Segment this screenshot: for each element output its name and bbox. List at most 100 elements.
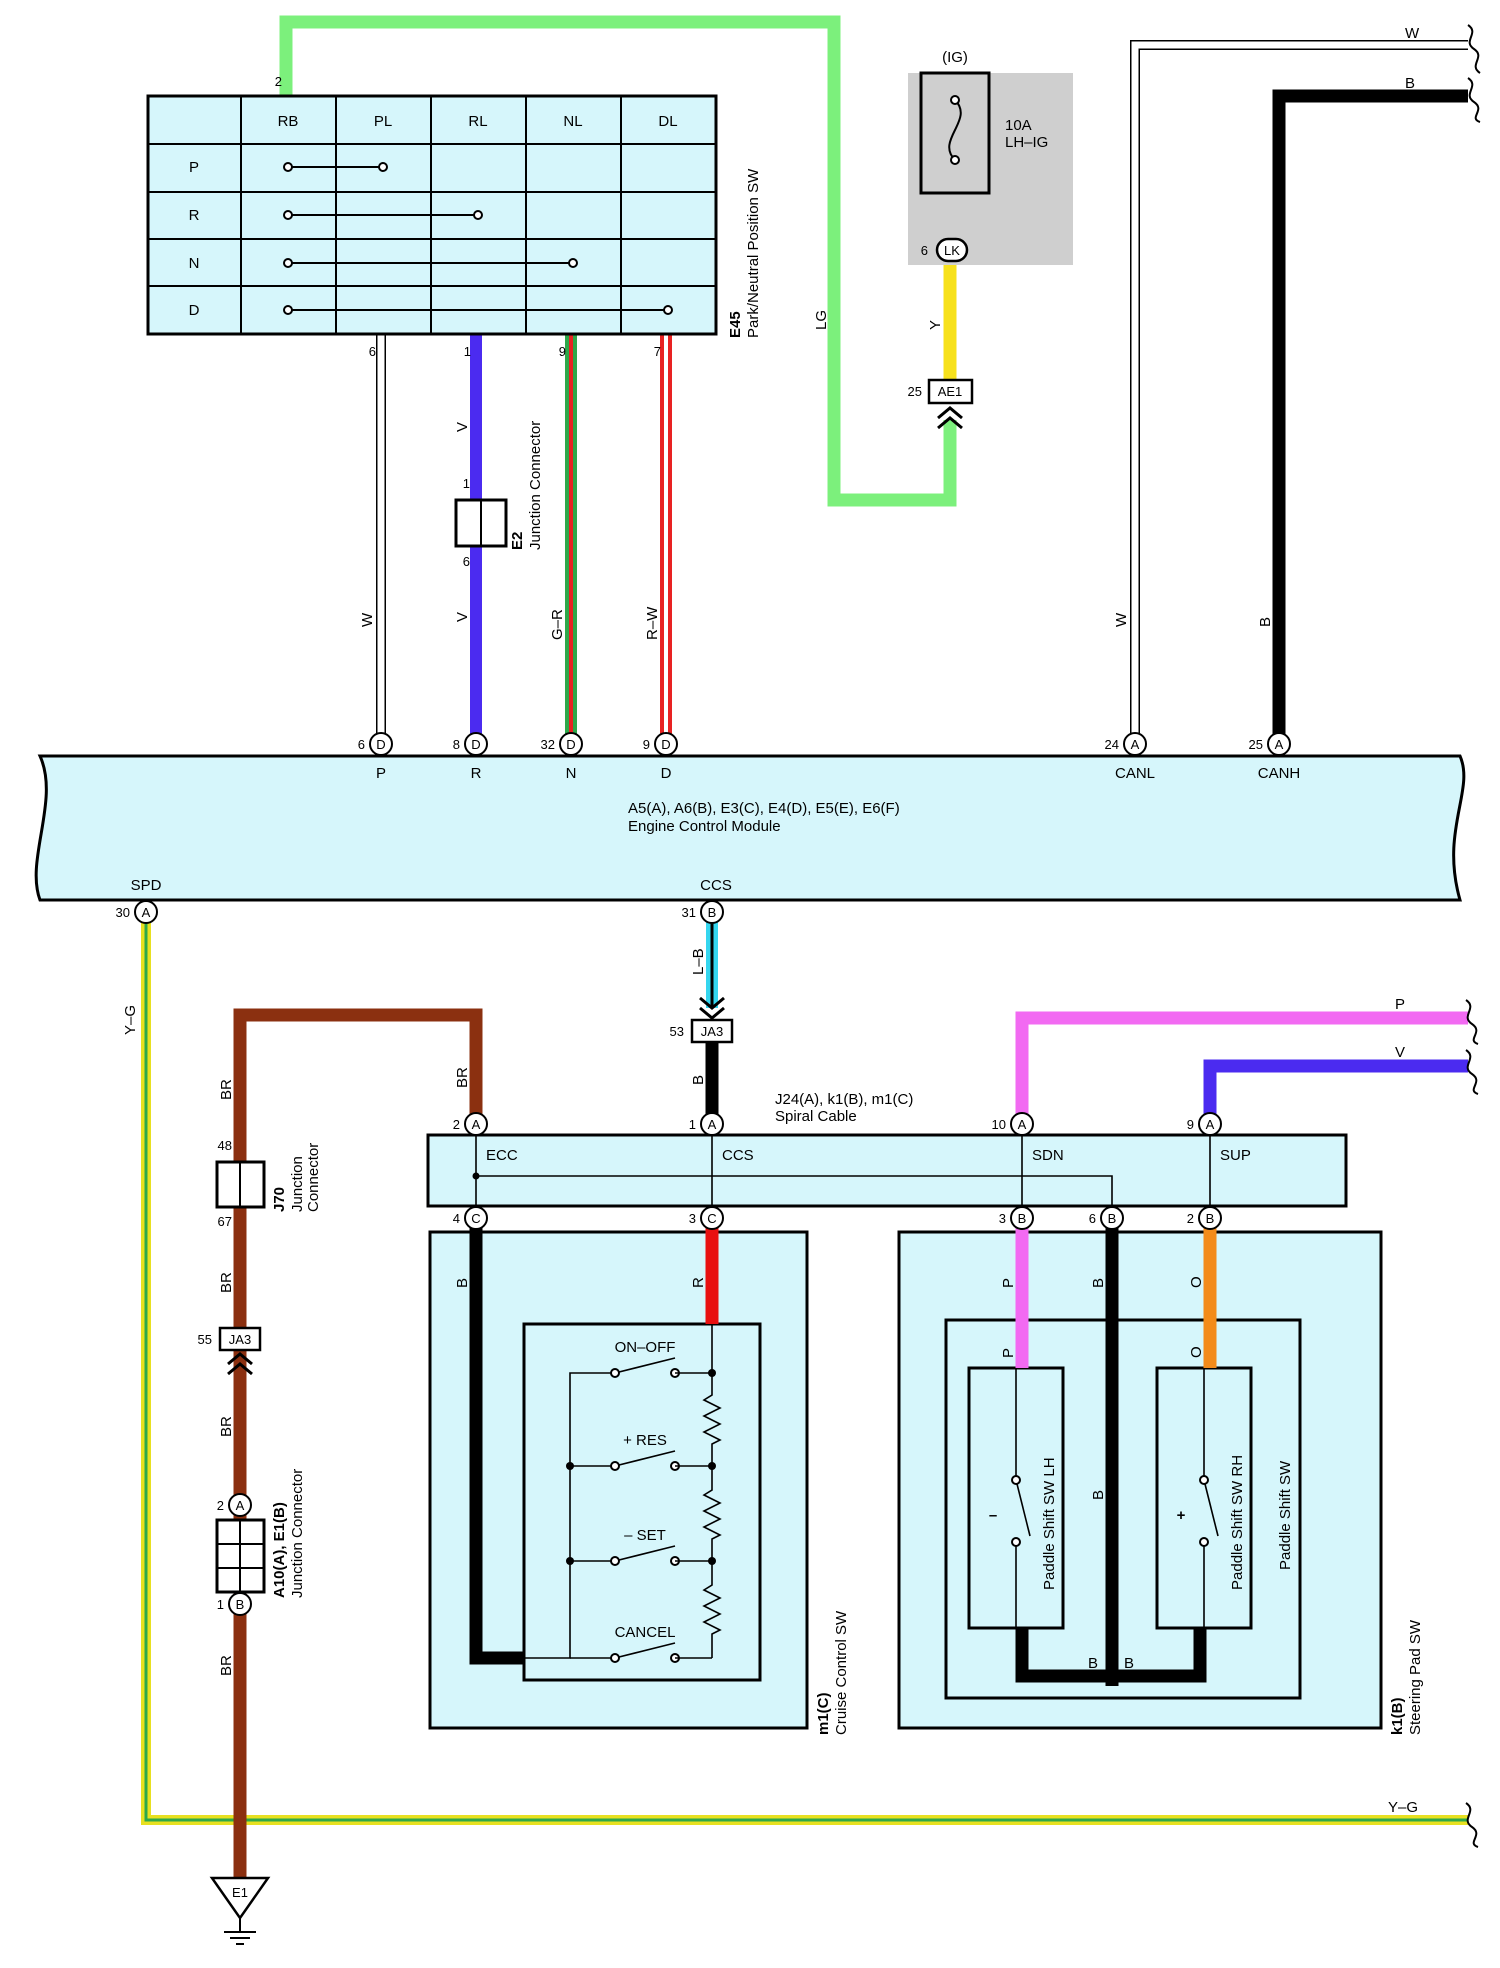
ecm-term-pin: 24	[1105, 737, 1119, 752]
wl-br4: BR	[218, 1416, 235, 1437]
ecm-term-label: D	[661, 765, 672, 782]
spiral-tterm-conn: A	[708, 1117, 717, 1132]
wire-v-sup	[1203, 1059, 1468, 1124]
ja3-lower-label: JA3	[229, 1332, 251, 1347]
ecm-term-label: CANH	[1258, 765, 1301, 782]
j70-pin-top: 48	[218, 1138, 232, 1153]
ecm-term-label: N	[566, 765, 577, 782]
ecm-term-pin: 8	[453, 737, 460, 752]
ecm-term-conn: D	[661, 737, 670, 752]
cruise-switch-on-off: ON–OFF	[615, 1339, 676, 1356]
wl-v2: V	[454, 612, 471, 622]
pnp-pin-9: 9	[559, 344, 566, 359]
wire-canh	[1272, 89, 1468, 744]
j70-name-1: Junction	[289, 1156, 306, 1212]
wl-b-b6: B	[1090, 1278, 1107, 1288]
wl-b-bot2: B	[1124, 1655, 1134, 1672]
cruise-inner-box	[522, 1322, 762, 1682]
spiral-title: J24(A), k1(B), m1(C)	[775, 1091, 913, 1108]
ecm-bterm-pin: 30	[116, 905, 130, 920]
pnp-col-nl: NL	[563, 113, 582, 130]
spiral-bterm-pin: 3	[689, 1211, 696, 1226]
break-mark-v	[1465, 1049, 1479, 1095]
spiral-bterm-conn: C	[471, 1211, 480, 1226]
ecm-term-conn: A	[1131, 737, 1140, 752]
pnp-col-rl: RL	[468, 113, 487, 130]
cruise-switch-res: + RES	[623, 1432, 667, 1449]
a10-pin-a: 2	[217, 1498, 224, 1513]
wl-p-inner: P	[1000, 1348, 1017, 1358]
ja3-lower-connector	[218, 1326, 262, 1352]
paddle-lh-name: Paddle Shift SW LH	[1041, 1457, 1058, 1590]
paddle-group-name: Paddle Shift SW	[1277, 1460, 1294, 1570]
pnp-col-dl: DL	[658, 113, 677, 130]
ecm-bterm-label: SPD	[131, 877, 162, 894]
wl-rw: R–W	[644, 606, 661, 640]
break-mark-w	[1467, 24, 1481, 74]
wl-r-c3: R	[690, 1277, 707, 1288]
cruise-name: Cruise Control SW	[833, 1610, 850, 1735]
wire-lg	[279, 15, 957, 507]
ecm-bterm-conn: B	[708, 905, 717, 920]
wl-br5: BR	[218, 1655, 235, 1676]
break-mark-b	[1467, 77, 1481, 123]
pnp-col-rb: RB	[278, 113, 299, 130]
ae1-connector	[927, 378, 974, 405]
spiral-tterm-pin: 2	[453, 1117, 460, 1132]
wl-v1: V	[454, 422, 471, 432]
ecm-box	[34, 754, 1466, 902]
spiral-tterm-conn: A	[472, 1117, 481, 1132]
pnp-col-pl: PL	[374, 113, 392, 130]
wl-br2: BR	[218, 1079, 235, 1100]
spiral-tterm-conn: A	[1206, 1117, 1215, 1132]
wl-b-mid: B	[1090, 1490, 1107, 1500]
ecm-term-conn: D	[566, 737, 575, 752]
ecm-term-pin: 32	[541, 737, 555, 752]
e2-name: Junction Connector	[527, 421, 544, 550]
a10-conn-a: A	[236, 1498, 245, 1513]
ja3-upper-chevron-icon	[699, 996, 725, 1020]
spiral-bterm-conn: C	[707, 1211, 716, 1226]
wl-b-top: B	[1405, 75, 1415, 92]
pnp-pin-6: 6	[369, 344, 376, 359]
wl-b-bot1: B	[1088, 1655, 1098, 1672]
a10-conn-b: B	[236, 1597, 245, 1612]
spiral-cable-box	[426, 1133, 1348, 1208]
ecm-bterm-label: CCS	[700, 877, 732, 894]
ja3-upper-pin: 53	[670, 1024, 684, 1039]
e2-pin-bottom: 6	[463, 554, 470, 569]
j70-id: J70	[271, 1187, 288, 1212]
ecm-term-pin: 9	[643, 737, 650, 752]
ecm-title: A5(A), A6(B), E3(C), E4(D), E5(E), E6(F)	[628, 800, 900, 817]
wire-yg-stripe	[144, 912, 1468, 1822]
wl-yg-right: Y–G	[1388, 1799, 1418, 1816]
ecm-term-spd	[134, 900, 158, 924]
steering-name: Steering Pad SW	[1407, 1619, 1424, 1735]
wl-y: Y	[927, 320, 944, 330]
fuse-icon	[948, 99, 962, 161]
resistor-ladder	[702, 1324, 722, 1658]
ae1-chevron-icon	[937, 406, 963, 430]
lk-label: LK	[944, 243, 960, 258]
wl-b1: B	[1257, 617, 1274, 627]
ecm-term-label: R	[471, 765, 482, 782]
cruise-switch-cancel: CANCEL	[615, 1624, 676, 1641]
spiral-bterm-conn: B	[1206, 1211, 1215, 1226]
pnp-switch-table	[146, 94, 718, 336]
wl-v-right: V	[1395, 1044, 1405, 1061]
spiral-bterm-pin: 4	[453, 1211, 460, 1226]
wl-br1: BR	[454, 1067, 471, 1088]
wl-b-ja3: B	[690, 1075, 707, 1085]
pnp-top-pin: 2	[275, 74, 282, 89]
spiral-name: Spiral Cable	[775, 1108, 857, 1125]
spiral-bterm-pin: 2	[1187, 1211, 1194, 1226]
wl-o-b2: O	[1188, 1276, 1205, 1288]
wire-p-sdn	[1015, 1011, 1468, 1124]
pnp-row-d: D	[189, 302, 200, 319]
pnp-pin-1: 1	[464, 344, 471, 359]
spiral-tterm-conn: A	[1018, 1117, 1027, 1132]
cruise-id: m1(C)	[815, 1692, 832, 1735]
paddle-rh-sign: +	[1177, 1507, 1186, 1524]
fuse-name: LH–IG	[1005, 134, 1048, 151]
